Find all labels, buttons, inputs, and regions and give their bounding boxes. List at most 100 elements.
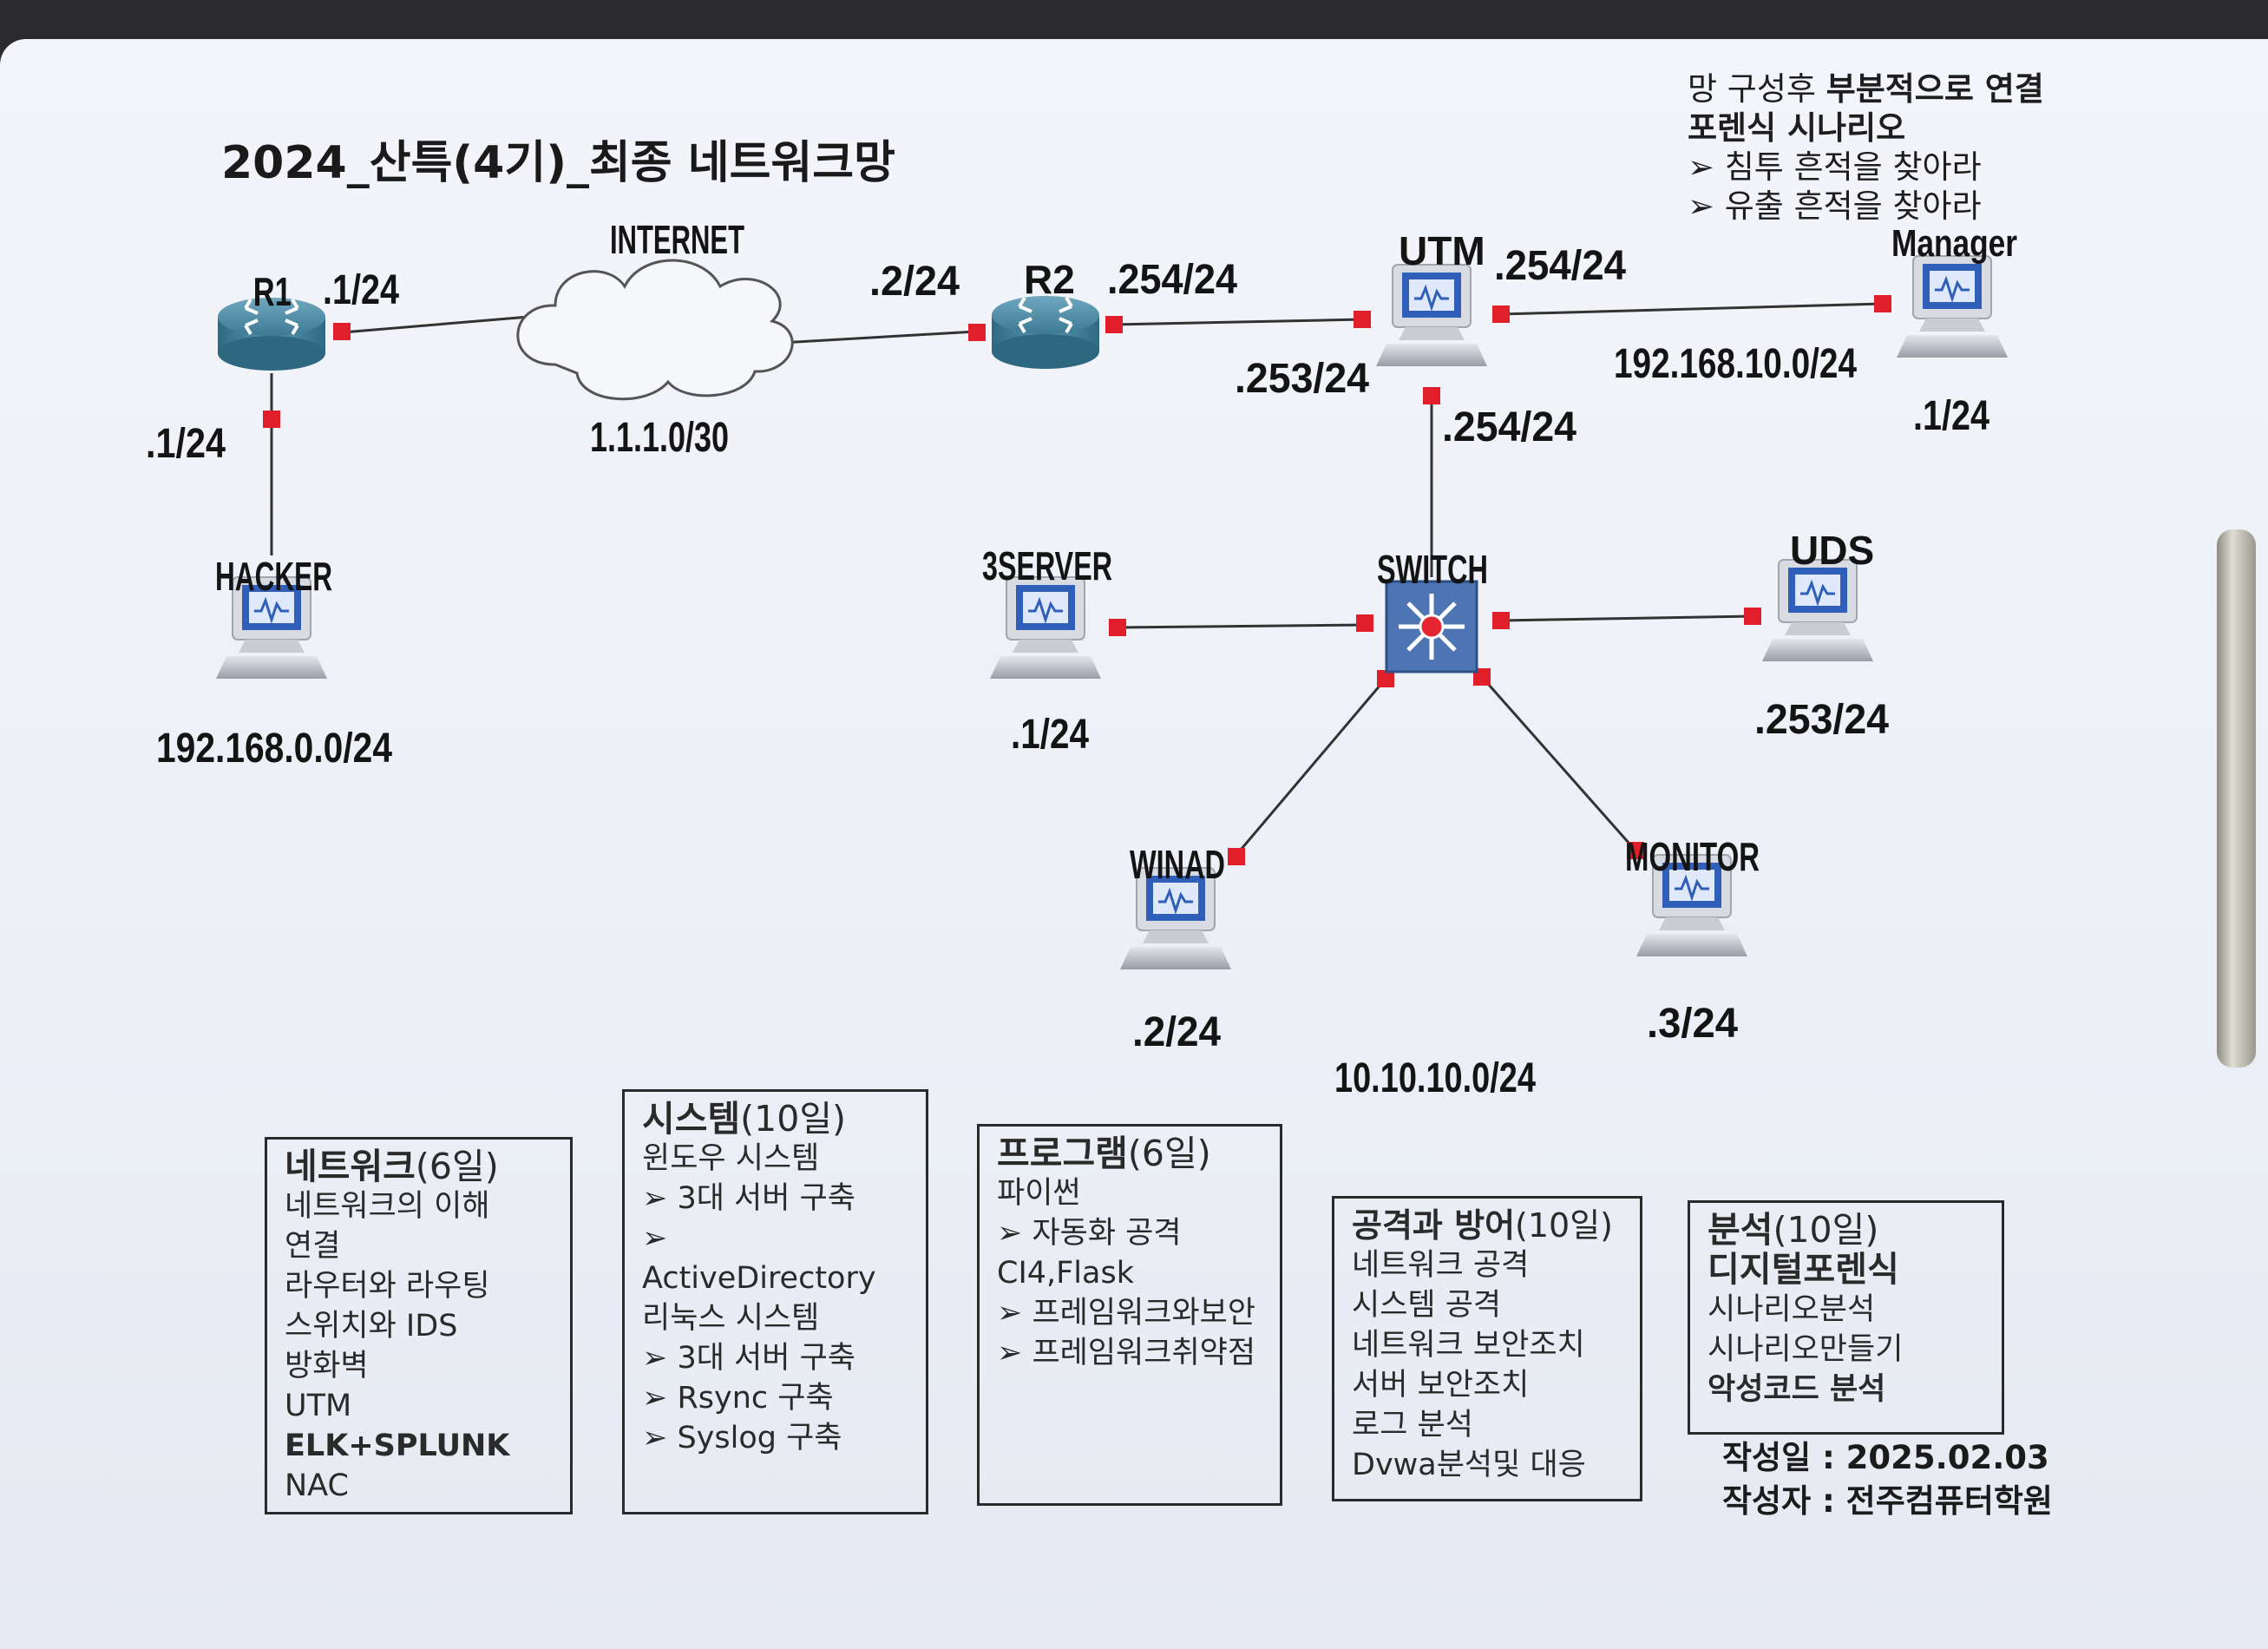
author-info: 작성일 : 2025.02.03 작성자 : 전주컴퓨터학원 bbox=[1722, 1436, 2053, 1523]
scenario-line-2: 포렌식 시나리오 bbox=[1688, 109, 1906, 147]
course-item: 방화벽 bbox=[285, 1349, 369, 1383]
link-r2-utm bbox=[1112, 318, 1363, 326]
course-item: 네트워크 공격 bbox=[1352, 1248, 1530, 1283]
course-item: 라우터와 라우팅 bbox=[285, 1269, 490, 1304]
switch-icon bbox=[1385, 580, 1478, 673]
addr-mgr-net: 192.168.10.0/24 bbox=[1614, 341, 1857, 387]
label-monitor: MONITOR bbox=[1625, 834, 1760, 879]
router-r2-icon bbox=[990, 294, 1101, 371]
link-internet-r2 bbox=[780, 330, 977, 345]
scenario-line-1: 망 구성후 부분적으로 연결 bbox=[1688, 70, 2044, 108]
author-date: 작성일 : 2025.02.03 bbox=[1722, 1439, 2049, 1476]
addr-sw-net: 10.10.10.0/24 bbox=[1334, 1055, 1536, 1101]
port-dot bbox=[1627, 842, 1644, 859]
addr-hacker-net: 192.168.0.0/24 bbox=[156, 726, 392, 772]
addr-utm-sw: .254/24 bbox=[1442, 404, 1576, 450]
course-item: ELK+SPLUNK bbox=[285, 1429, 510, 1463]
course-item: 스위치와 IDS bbox=[285, 1309, 458, 1344]
course-item: NAC bbox=[285, 1468, 349, 1503]
course-item: Syslog 구축 bbox=[642, 1418, 908, 1458]
link-server-switch bbox=[1116, 623, 1367, 629]
course-item: 연결 bbox=[285, 1229, 341, 1264]
port-dot bbox=[1228, 848, 1245, 865]
course-item: 프레임워크와보안 bbox=[997, 1293, 1262, 1333]
utm-pc-icon bbox=[1374, 263, 1489, 368]
course-program-title: 프로그램(6일) bbox=[997, 1133, 1211, 1174]
course-network-title: 네트워크(6일) bbox=[285, 1146, 499, 1187]
addr-utm-mgr: .254/24 bbox=[1494, 243, 1626, 289]
course-item: 시나리오만들기 bbox=[1708, 1332, 1904, 1367]
course-item: ActiveDirectory bbox=[642, 1219, 908, 1298]
manager-pc-icon bbox=[1895, 254, 2009, 359]
port-dot bbox=[1109, 619, 1126, 636]
link-utm-manager bbox=[1500, 302, 1884, 316]
label-manager: Manager bbox=[1891, 222, 2017, 265]
addr-r1-if: .1/24 bbox=[323, 267, 399, 313]
addr-r2-wan: .2/24 bbox=[869, 259, 960, 305]
link-switch-winad bbox=[1235, 678, 1387, 856]
uds-pc-icon bbox=[1760, 558, 1875, 663]
author-writer: 작성자 : 전주컴퓨터학원 bbox=[1722, 1482, 2053, 1520]
course-item: 3대 서버 구축 bbox=[642, 1338, 908, 1378]
addr-r1-lan: .1/24 bbox=[146, 421, 226, 467]
course-item: 3대 서버 구축 bbox=[642, 1179, 908, 1219]
course-item: 리눅스 시스템 bbox=[642, 1301, 820, 1336]
addr-monitor-ip: .3/24 bbox=[1647, 1001, 1738, 1047]
addr-utm-wan: .253/24 bbox=[1235, 356, 1369, 402]
course-item: 서버 보안조치 bbox=[1352, 1368, 1530, 1403]
link-endpoints bbox=[263, 295, 1891, 865]
course-attack-box: 공격과 방어(10일) 네트워크 공격 시스템 공격 네트워크 보안조치 서버 … bbox=[1332, 1196, 1642, 1501]
port-dot bbox=[1354, 311, 1371, 328]
course-item: 네트워크 보안조치 bbox=[1352, 1328, 1585, 1363]
course-item: Rsync 구축 bbox=[642, 1378, 908, 1418]
scenario-note: 망 구성후 부분적으로 연결 포렌식 시나리오 ➢ 침투 흔적을 찾아라 ➢ 유… bbox=[1688, 69, 2044, 226]
binder-ring bbox=[2217, 529, 2256, 1068]
label-winad: WINAD bbox=[1130, 842, 1225, 887]
label-r2: R2 bbox=[1024, 257, 1075, 302]
label-switch: SWITCH bbox=[1377, 547, 1488, 592]
addr-uds-ip: .253/24 bbox=[1754, 697, 1889, 743]
port-dot bbox=[1356, 614, 1373, 632]
scenario-bullet: ➢ 유출 흔적을 찾아라 bbox=[1688, 187, 1982, 225]
port-dot bbox=[1744, 608, 1761, 625]
port-dot bbox=[968, 324, 986, 341]
course-item: 파이썬 bbox=[997, 1176, 1081, 1211]
course-item: 자동화 공격 bbox=[997, 1213, 1262, 1253]
course-item: 시스템 공격 bbox=[1352, 1288, 1502, 1323]
port-dot bbox=[1377, 670, 1394, 687]
node-labels: R1 R2 INTERNET UTM Manager HACKER SWITCH… bbox=[215, 217, 2017, 887]
course-item: 로그 분석 bbox=[1352, 1408, 1473, 1442]
links bbox=[270, 302, 1884, 856]
link-r1-internet bbox=[342, 315, 530, 334]
link-switch-monitor bbox=[1480, 676, 1637, 851]
addr-r2-lan: .254/24 bbox=[1107, 257, 1237, 303]
port-dot bbox=[263, 411, 280, 428]
course-item: Dvwa분석및 대응 bbox=[1352, 1448, 1586, 1482]
course-analysis-title: 분석(10일) bbox=[1708, 1209, 1879, 1251]
label-r1: R1 bbox=[253, 269, 292, 314]
port-dot bbox=[1492, 305, 1510, 323]
address-labels: .1/24 .1/24 192.168.0.0/24 1.1.1.0/30 .2… bbox=[146, 243, 1989, 1101]
addr-mgr-ip: .1/24 bbox=[1913, 393, 1989, 439]
port-dot bbox=[333, 323, 351, 340]
scenario-bullet: ➢ 침투 흔적을 찾아라 bbox=[1688, 148, 1982, 186]
course-item: 악성코드 분석 bbox=[1708, 1372, 1886, 1407]
port-dot bbox=[1423, 387, 1440, 404]
internet-cloud-icon bbox=[516, 259, 794, 401]
course-item: 시나리오분석 bbox=[1708, 1292, 1876, 1327]
course-item: CI4,Flask bbox=[997, 1256, 1134, 1291]
course-system-title: 시스템(10일) bbox=[642, 1098, 847, 1140]
course-program-box: 프로그램(6일) 파이썬 자동화 공격 CI4,Flask 프레임워크와보안 프… bbox=[977, 1124, 1282, 1506]
server-pc-icon bbox=[988, 575, 1103, 680]
course-network-box: 네트워크(6일) 네트워크의 이해 연결 라우터와 라우팅 스위치와 IDS 방… bbox=[265, 1137, 573, 1514]
label-utm: UTM bbox=[1399, 228, 1485, 273]
addr-winad-ip: .2/24 bbox=[1132, 1009, 1221, 1055]
course-item: 프레임워크취약점 bbox=[997, 1333, 1262, 1373]
addr-server-ip: .1/24 bbox=[1011, 712, 1089, 758]
course-analysis-sub: 디지털포렌식 bbox=[1708, 1250, 1899, 1290]
label-internet: INTERNET bbox=[610, 217, 744, 262]
link-switch-uds bbox=[1500, 614, 1753, 622]
course-system-box: 시스템(10일) 윈도우 시스템 3대 서버 구축 ActiveDirector… bbox=[622, 1089, 928, 1514]
port-dot bbox=[1492, 612, 1510, 629]
